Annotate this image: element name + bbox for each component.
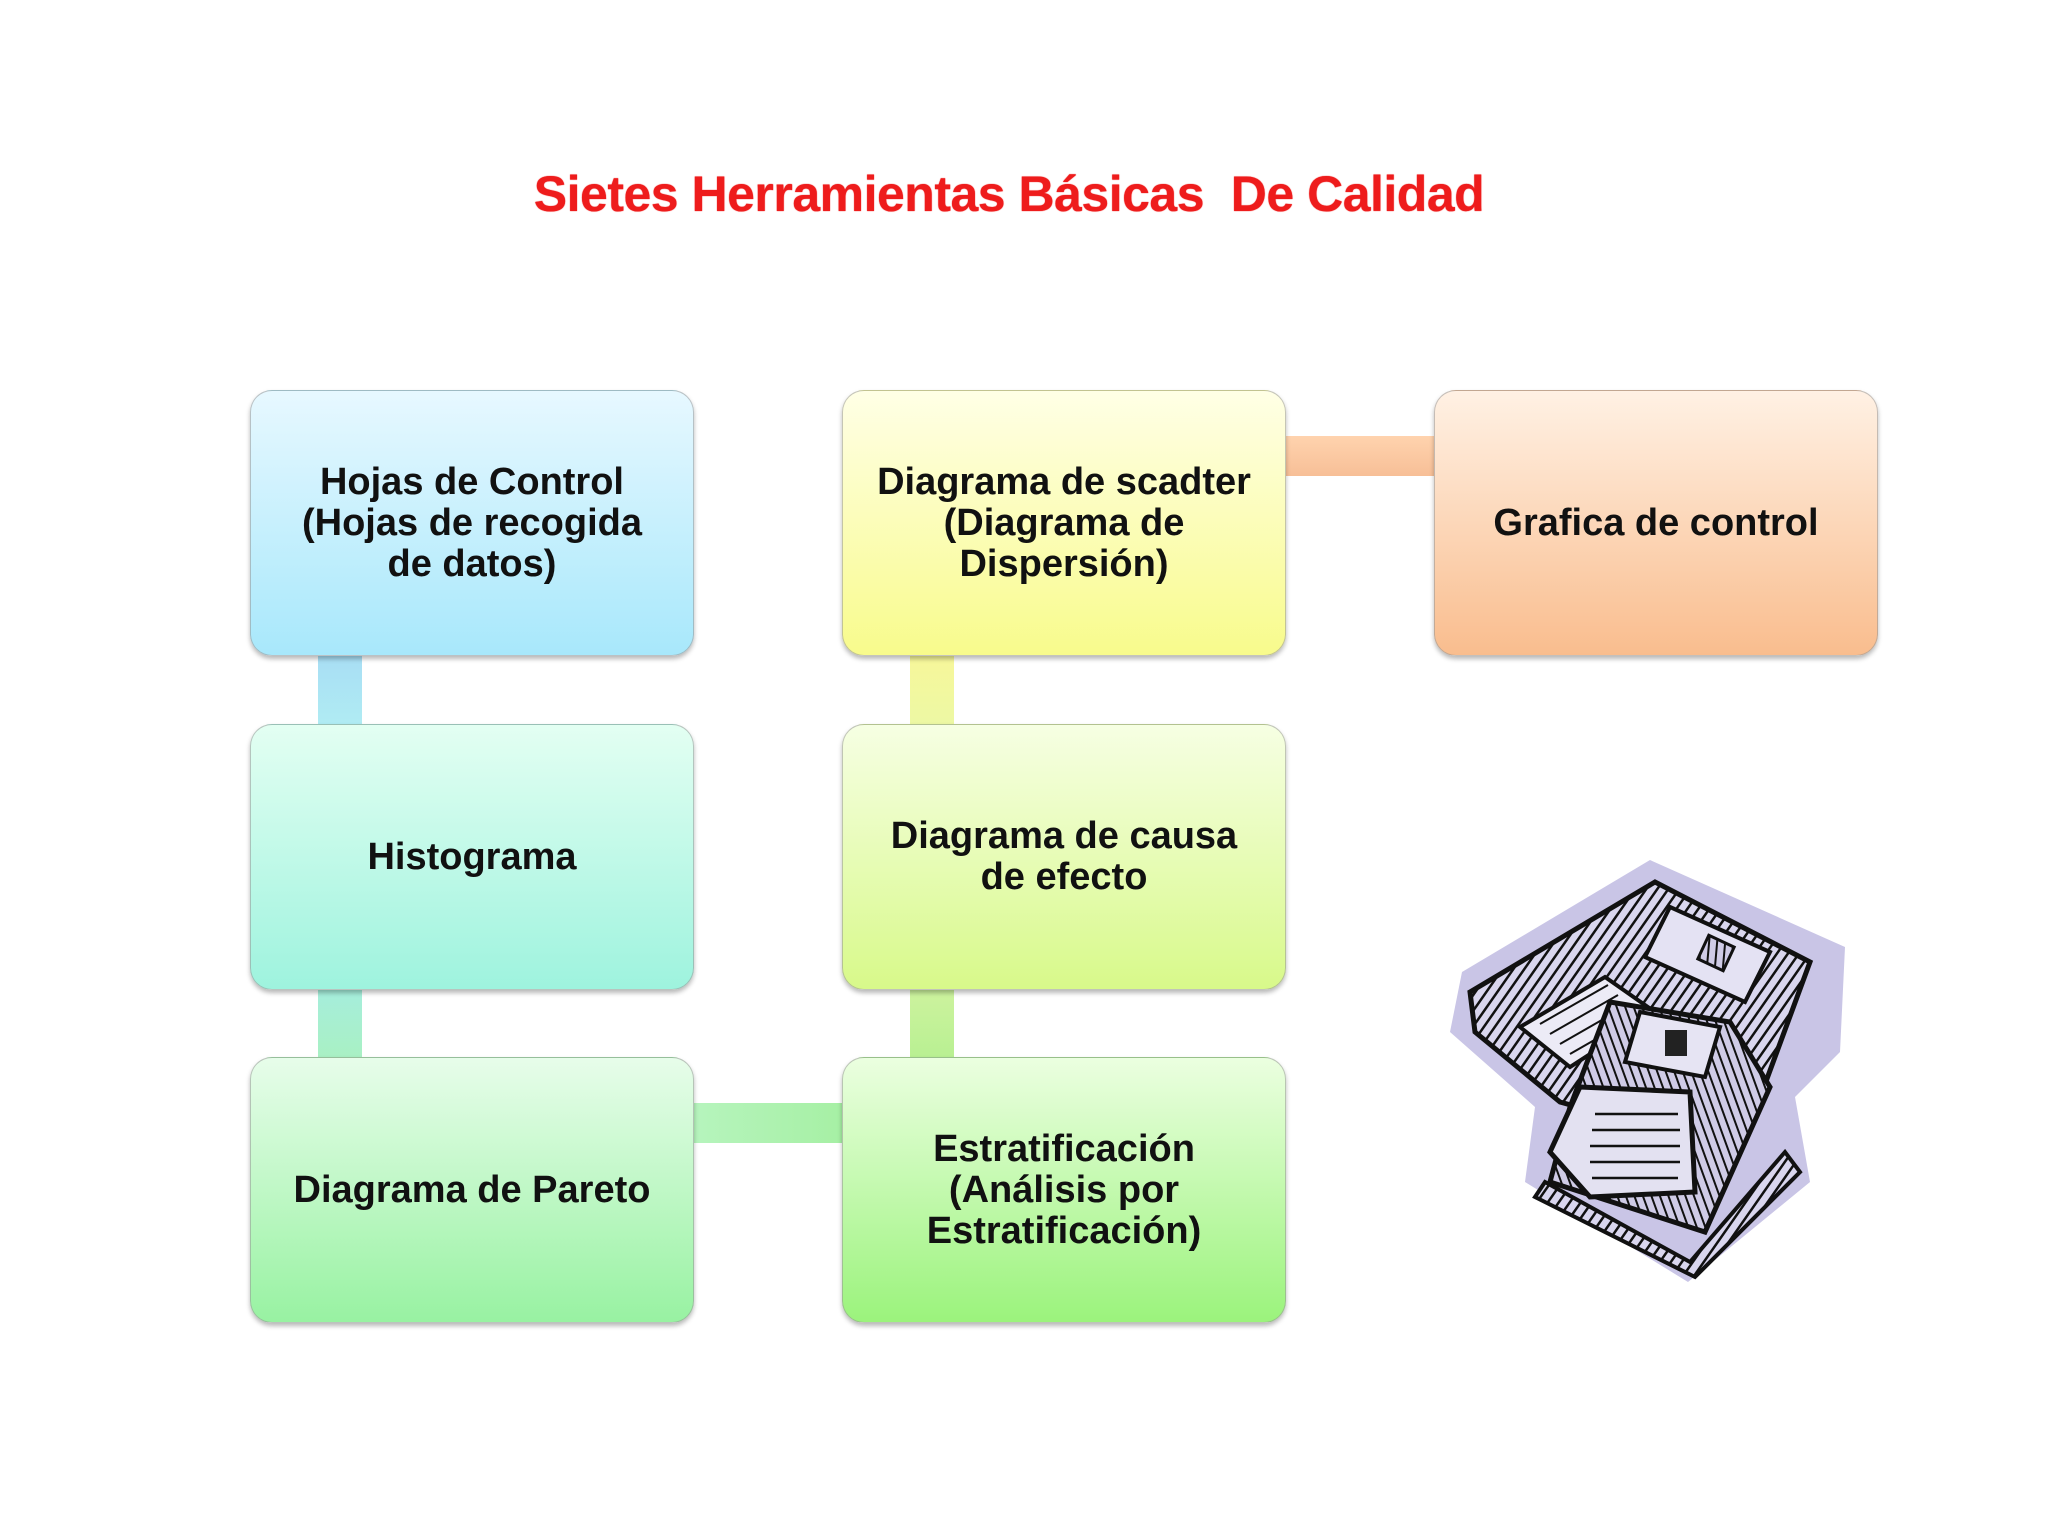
box-scatter-diagram: Diagrama de scadter (Diagrama de Dispers… [842, 390, 1286, 656]
box-control-chart: Grafica de control [1434, 390, 1878, 656]
box-label: Hojas de Control (Hojas de recogida de d… [302, 460, 642, 585]
box-pareto-diagram: Diagrama de Pareto [250, 1057, 694, 1323]
box-label: Estratificación (Análisis por Estratific… [926, 1127, 1202, 1252]
connector-pareto-to-stratification [694, 1103, 844, 1143]
box-stratification: Estratificación (Análisis por Estratific… [842, 1057, 1286, 1323]
connector-stratification-to-cause-effect [910, 990, 954, 1059]
box-control-sheets: Hojas de Control (Hojas de recogida de d… [250, 390, 694, 656]
connector-cause-effect-to-scatter [910, 656, 954, 726]
connector-histogram-to-pareto [318, 990, 362, 1059]
box-histogram: Histograma [250, 724, 694, 990]
box-label: Histograma [367, 835, 577, 878]
box-label: Diagrama de Pareto [293, 1168, 651, 1211]
connector-scatter-to-control-chart [1286, 436, 1436, 476]
connector-control-sheets-to-histogram [318, 656, 362, 726]
box-label: Diagrama de scadter (Diagrama de Dispers… [877, 460, 1251, 585]
box-label: Diagrama de causa de efecto [890, 815, 1238, 898]
box-cause-effect-diagram: Diagrama de causa de efecto [842, 724, 1286, 990]
box-label: Grafica de control [1493, 501, 1819, 544]
slide-title: Sietes Herramientas Básicas De Calidad [533, 166, 1485, 222]
floppy-disks-icon [1450, 860, 1845, 1282]
